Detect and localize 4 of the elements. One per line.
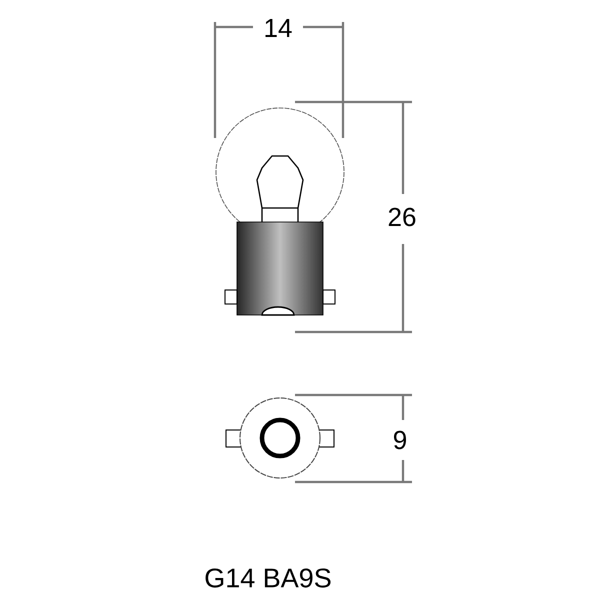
dimension-label: 26 xyxy=(388,208,416,226)
dimension-label: 14 xyxy=(266,19,292,37)
dimension-label: 9 xyxy=(394,430,406,450)
caption: G14 BA9S xyxy=(206,568,331,588)
